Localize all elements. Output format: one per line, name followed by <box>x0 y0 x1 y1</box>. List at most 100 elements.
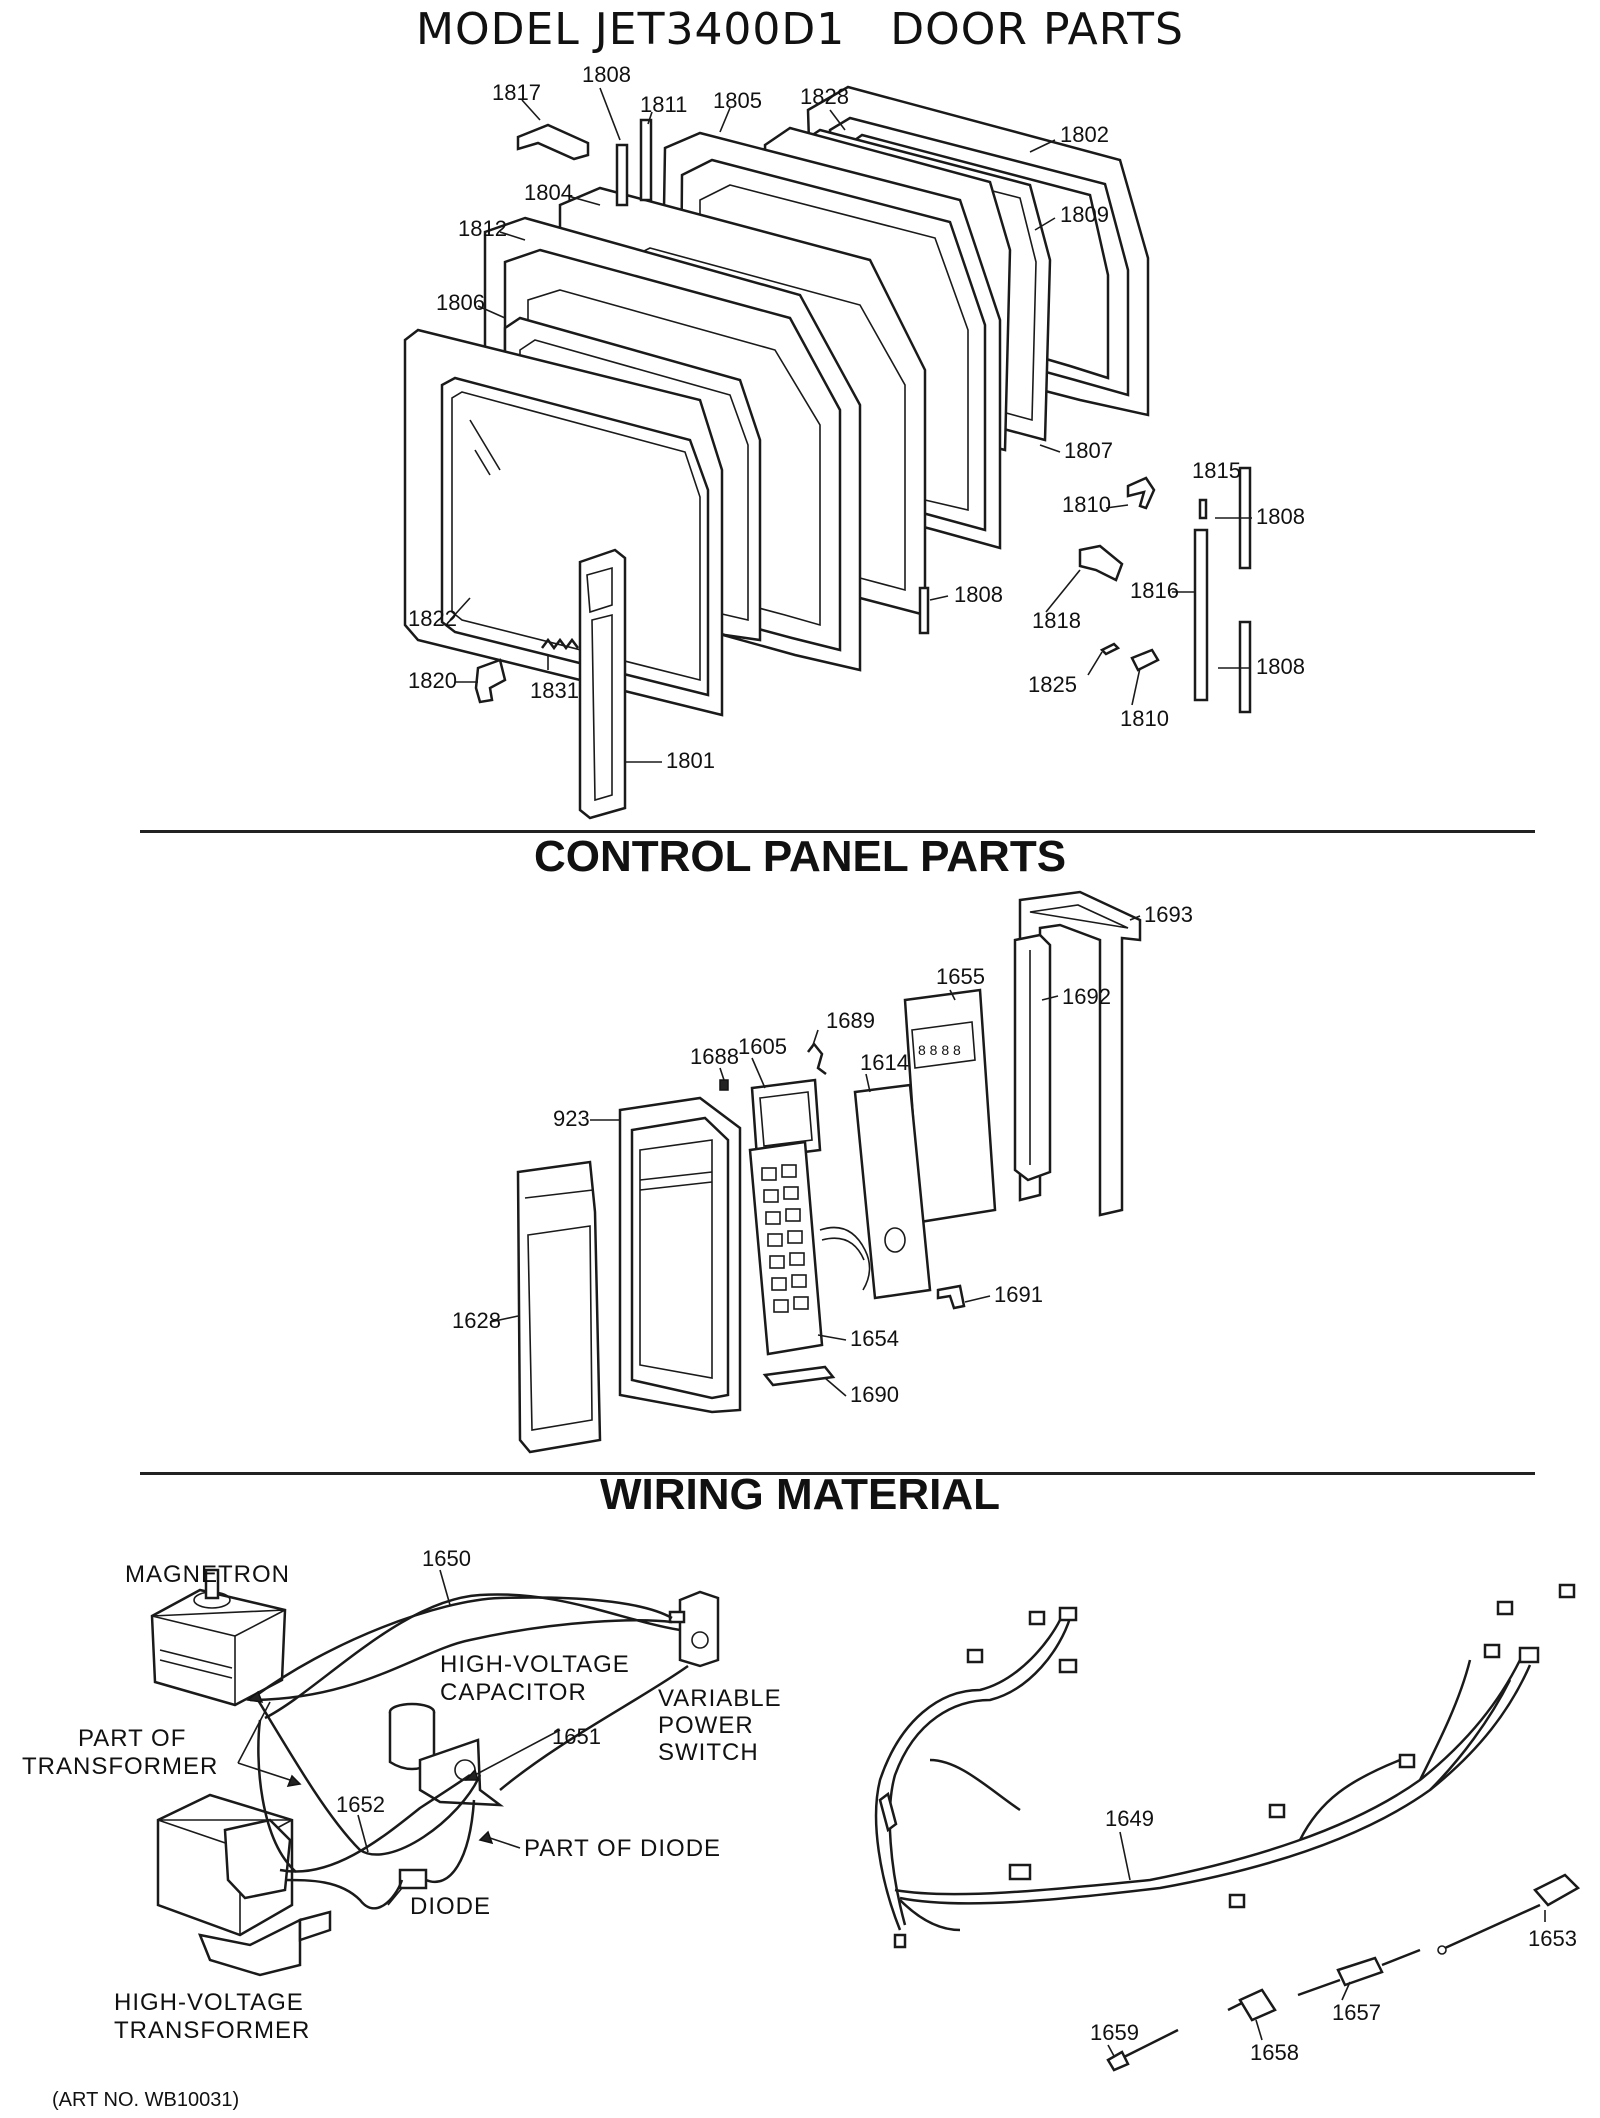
part-1653-lead <box>1437 1873 1581 1955</box>
part-1811-rod <box>639 118 653 202</box>
part-1816-latch-bar <box>1193 528 1209 702</box>
wiring-material-title: WIRING MATERIAL <box>599 1470 1001 1519</box>
label-1828: 1828 <box>800 84 849 109</box>
caption-part-of-diode: PART OF DIODE <box>524 1835 721 1862</box>
part-1657-fuse <box>1297 1948 1421 1997</box>
part-1808-rod-top <box>615 143 629 207</box>
label-1816: 1816 <box>1130 578 1179 603</box>
wiring-drawing: 1650 1651 1652 1649 1653 1657 1659 1658 … <box>22 1546 1581 2111</box>
label-1809: 1809 <box>1060 202 1109 227</box>
label-1688: 1688 <box>690 1044 739 1069</box>
caption-diode: DIODE <box>410 1893 491 1920</box>
label-1812: 1812 <box>458 216 507 241</box>
label-1807: 1807 <box>1064 438 1113 463</box>
label-1820: 1820 <box>408 668 457 693</box>
label-1810-lower: 1810 <box>1120 706 1169 731</box>
label-1808: 1808 <box>582 62 631 87</box>
label-1659: 1659 <box>1090 2020 1139 2045</box>
label-1818: 1818 <box>1032 608 1081 633</box>
label-1810-upper: 1810 <box>1062 492 1111 517</box>
label-1691: 1691 <box>994 1282 1043 1307</box>
section-divider-2 <box>140 1472 1535 1475</box>
label-1655: 1655 <box>936 964 985 989</box>
caption-magnetron: MAGNETRON <box>125 1561 290 1588</box>
label-1654: 1654 <box>850 1326 899 1351</box>
label-1817: 1817 <box>492 80 541 105</box>
label-1801: 1801 <box>666 748 715 773</box>
part-1628-front-cover <box>516 1160 602 1454</box>
part-923-control-housing <box>618 1096 742 1414</box>
label-1628: 1628 <box>452 1308 501 1333</box>
door-leader-lines <box>449 87 1252 763</box>
caption-part-of-transformer-line1: PART OF <box>78 1725 186 1752</box>
part-1810-lower-hook <box>1130 648 1160 672</box>
label-1690: 1690 <box>850 1382 899 1407</box>
label-1808-upper-right: 1808 <box>1256 504 1305 529</box>
wiring-part-numbers: 1650 1651 1652 1649 1653 1657 1659 1658 <box>336 1546 1577 2065</box>
label-1651: 1651 <box>552 1724 601 1749</box>
door-parts-title: MODEL JET3400D1 DOOR PARTS <box>416 4 1184 55</box>
variable-power-switch-drawing <box>668 1590 720 1668</box>
part-1689-clip <box>807 1041 827 1075</box>
label-1653: 1653 <box>1528 1926 1577 1951</box>
label-1831: 1831 <box>530 678 579 703</box>
label-1805: 1805 <box>713 88 762 113</box>
caption-switch-line1: VARIABLE <box>658 1685 782 1712</box>
part-1605-window <box>750 1078 822 1160</box>
svg-text:8 8 8 8: 8 8 8 8 <box>918 1042 961 1058</box>
high-voltage-transformer-drawing <box>156 1793 332 1977</box>
label-1808-bottom: 1808 <box>954 582 1003 607</box>
label-1802: 1802 <box>1060 122 1109 147</box>
caption-part-of-transformer-line2: TRANSFORMER <box>22 1753 218 1780</box>
part-1688-fastener <box>719 1079 729 1091</box>
caption-switch-line3: SWITCH <box>658 1739 759 1766</box>
part-1655-circuit-board: 8 8 8 8 <box>903 988 997 1224</box>
part-1614-shield <box>853 1083 932 1300</box>
label-1815: 1815 <box>1192 458 1241 483</box>
label-1650: 1650 <box>422 1546 471 1571</box>
label-1649: 1649 <box>1105 1806 1154 1831</box>
part-1801-door-handle <box>578 548 627 820</box>
wiring-leader-lines <box>237 1569 1546 2057</box>
control-panel-drawing: 8 8 8 8 <box>452 890 1193 1454</box>
part-1659-lead <box>1106 2028 1179 2072</box>
label-1692: 1692 <box>1062 984 1111 1009</box>
part-1817-bracket <box>516 123 590 161</box>
label-1689: 1689 <box>826 1008 875 1033</box>
label-1804: 1804 <box>524 180 573 205</box>
section-divider-1 <box>140 830 1535 833</box>
label-1652: 1652 <box>336 1792 385 1817</box>
label-1808-lower-right: 1808 <box>1256 654 1305 679</box>
art-number: (ART NO. WB10031) <box>52 2089 239 2111</box>
part-1825-pin <box>1099 642 1121 656</box>
part-1658-switch <box>1227 1988 1277 2022</box>
part-1808-rod-right-lower <box>1238 620 1252 714</box>
part-1691-bracket <box>936 1284 966 1310</box>
high-voltage-capacitor-drawing <box>388 1702 505 1807</box>
caption-transformer-line1: HIGH-VOLTAGE <box>114 1989 304 2016</box>
wiring-wires <box>249 1593 689 1910</box>
door-part-numbers: 1817 1808 1811 1805 1828 1802 1804 1809 … <box>408 62 1305 773</box>
diode-drawing <box>398 1868 428 1890</box>
control-part-numbers: 1693 1655 1692 1689 1688 1605 1614 923 1… <box>452 902 1193 1407</box>
label-1822: 1822 <box>408 606 457 631</box>
caption-capacitor-line2: CAPACITOR <box>440 1679 587 1706</box>
part-1692-bracket <box>1013 933 1052 1182</box>
part-1808-rod-bottom <box>918 586 930 635</box>
label-1825: 1825 <box>1028 672 1077 697</box>
part-1690-strip <box>762 1365 836 1387</box>
part-1831-spring <box>541 637 579 651</box>
magnetron-drawing <box>150 1568 287 1707</box>
door-assembly-drawing: 1817 1808 1811 1805 1828 1802 1804 1809 … <box>403 62 1305 820</box>
part-1815-small-spring <box>1198 498 1208 520</box>
control-panel-parts-title: CONTROL PANEL PARTS <box>533 832 1067 881</box>
label-1811: 1811 <box>640 92 687 117</box>
part-1654-keypad <box>748 1140 871 1356</box>
label-1693: 1693 <box>1144 902 1193 927</box>
caption-transformer-line2: TRANSFORMER <box>114 2017 310 2044</box>
part-1820-latch <box>474 658 507 704</box>
wiring-captions: MAGNETRON HIGH-VOLTAGE CAPACITOR VARIABL… <box>22 1561 782 2111</box>
part-1810-upper-hook <box>1126 476 1156 510</box>
label-1657: 1657 <box>1332 2000 1381 2025</box>
label-1614: 1614 <box>860 1050 909 1075</box>
